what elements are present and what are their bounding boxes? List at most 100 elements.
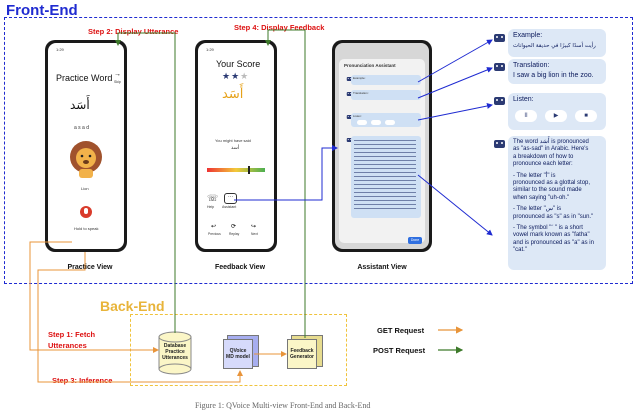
step2-display-arrow <box>115 32 176 333</box>
star-filled-icon: ★ <box>222 71 232 81</box>
step3-label: Step 3: Inference <box>52 376 113 385</box>
next-icon[interactable]: ↪ <box>251 224 257 230</box>
example-label: Example: <box>513 32 543 39</box>
qvoice-label-line: QVoice <box>229 348 247 354</box>
nav-replay[interactable]: Replay <box>229 232 240 236</box>
animal-label: Lion <box>81 186 89 191</box>
explanation-text: The word أَسَد is pronounced as "as-sad"… <box>513 139 605 255</box>
bot-icon <box>494 34 505 42</box>
nav-next[interactable]: Next <box>251 232 258 236</box>
listen-label: Listen: <box>513 96 534 103</box>
explanation-line: pronounce each letter: <box>513 161 573 168</box>
practice-word: أَسَد <box>70 98 90 112</box>
translation-label: Translation: <box>513 62 550 69</box>
callout-explanation-arrow <box>417 174 493 236</box>
lion-nose <box>83 160 89 164</box>
lion-body <box>79 169 93 178</box>
lion-face <box>76 148 96 168</box>
explanation-line: The word أَسَد is pronounced <box>513 139 589 145</box>
callout-listen-arrow <box>417 103 493 121</box>
assistant-button[interactable]: ··· <box>224 193 237 204</box>
microphone-icon <box>84 208 88 214</box>
mini-stop-button[interactable] <box>385 120 395 125</box>
backend-title: Back-End <box>100 298 165 314</box>
feedback-gen-label-line: Feedback <box>290 348 314 354</box>
mini-play-button[interactable] <box>371 120 381 125</box>
transliteration: a s a d <box>74 125 90 131</box>
assistant-screen: Pronunciation Assistant Example: Transla… <box>335 43 429 249</box>
step4-label: Step 4: Display Feedback <box>234 23 325 32</box>
feedback-word: أَسَد <box>222 87 244 102</box>
step2-label: Step 2: Display Utterance <box>88 27 179 36</box>
heard-label: You might have said <box>215 138 251 143</box>
example-card <box>508 29 606 57</box>
bot-icon <box>346 77 353 81</box>
explanation-line: as "as-sad" in Arabic. Here's <box>513 146 589 153</box>
status-time: 1:29 <box>206 47 214 52</box>
explanation-line: "cat." <box>513 247 527 254</box>
replay-icon[interactable]: ⟳ <box>231 224 237 230</box>
mini-pause-button[interactable] <box>357 120 367 125</box>
legend-get-label: GET Request <box>377 326 425 335</box>
assistant-label[interactable]: Assistant <box>222 205 237 209</box>
bot-icon <box>346 92 353 96</box>
nav-previous[interactable]: Previous <box>208 232 221 236</box>
stop-button[interactable]: ■ <box>575 110 597 122</box>
skip-arrow-icon[interactable]: → <box>114 71 121 78</box>
bot-icon <box>494 97 505 105</box>
feedback-generator-box: Feedback Generator <box>287 339 317 369</box>
assistant-title: Pronunciation Assistant <box>344 63 396 68</box>
mini-example-label: Example: <box>353 76 366 80</box>
bot-icon <box>346 138 353 142</box>
mini-explanation-lines <box>354 140 416 212</box>
star-filled-icon: ★ <box>231 71 241 81</box>
feedback-screen: 1:29 Your Score ★★★ أَسَد You might have… <box>198 43 274 249</box>
explanation-line: a breakdown of how to <box>513 153 574 160</box>
bot-icon <box>494 140 505 148</box>
skip-label[interactable]: Skip <box>114 80 121 84</box>
explanation-line: - The letter "س" is <box>513 206 562 213</box>
done-button[interactable]: Done <box>408 237 422 244</box>
heard-word: أسد <box>231 145 240 151</box>
step1-fetch-arrow <box>29 241 159 353</box>
callout-translation-arrow <box>417 67 493 99</box>
assistant-phone: Pronunciation Assistant Example: Transla… <box>332 40 432 252</box>
step1-label-line2: Utterances <box>48 341 87 350</box>
qvoice-label-line: MD model <box>226 354 250 360</box>
explanation-line: - The symbol " َ " is a short <box>513 225 583 232</box>
hold-to-speak: Hold to speak <box>74 226 99 231</box>
frontend-frame <box>4 17 633 284</box>
status-time: 1:29 <box>56 47 64 52</box>
play-button[interactable]: ▶ <box>545 110 567 122</box>
practice-phone: 1:29 Practice Word → Skip أَسَد a s a d … <box>45 40 127 252</box>
mini-translation-label: Translation: <box>353 91 369 95</box>
assistant-open-arrow <box>234 145 338 201</box>
pause-button[interactable]: II <box>515 110 537 122</box>
feedback-gen-label-line: Generator <box>290 354 314 360</box>
lion-image <box>70 141 102 178</box>
score-marker <box>248 166 250 174</box>
explanation-line: vowel mark known as "fatha" <box>513 232 590 239</box>
feedback-phone: 1:29 Your Score ★★★ أَسَد You might have… <box>195 40 277 252</box>
step3-inference-arrow <box>37 252 243 383</box>
translation-text: I saw a big lion in the zoo. <box>513 72 594 79</box>
translation-card <box>508 59 606 84</box>
help-label[interactable]: Help <box>207 205 215 209</box>
bot-icon <box>494 63 505 71</box>
explanation-line: pronounced as "s" as in "sun." <box>513 213 594 220</box>
step1-label-line1: Step 1: Fetch <box>48 330 96 339</box>
database-label: Database Practice Utterances <box>158 343 192 361</box>
explanation-line: when saying "uh-oh." <box>513 194 570 201</box>
star-empty-icon: ★ <box>240 71 250 81</box>
frontend-title: Front-End <box>6 2 78 19</box>
done-label[interactable]: Done <box>410 238 420 242</box>
database-label-line: Database <box>163 343 187 349</box>
feedback-caption: Feedback View <box>214 264 266 271</box>
score-bar <box>207 168 265 172</box>
help-icon[interactable]: ☏ <box>207 193 219 203</box>
database-bottom <box>158 363 192 375</box>
explanation-line: - The letter "أ" is <box>513 172 556 179</box>
previous-icon[interactable]: ↩ <box>211 224 217 230</box>
explanation-line: similar to the sound made <box>513 187 582 194</box>
